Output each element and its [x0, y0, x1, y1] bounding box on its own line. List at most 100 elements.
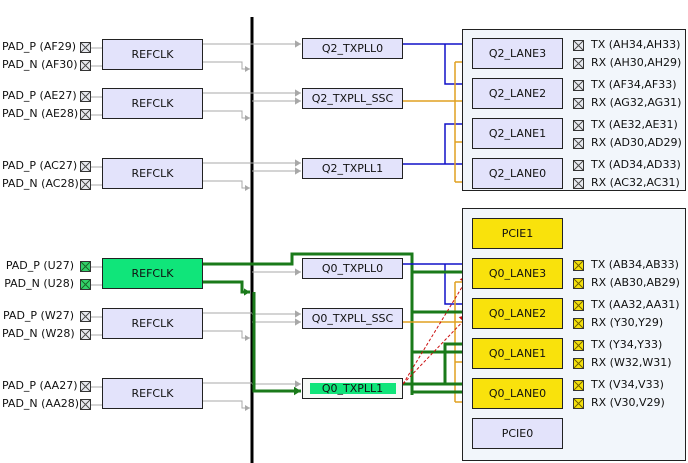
- pcie1-block[interactable]: PCIE1: [472, 218, 563, 249]
- arrow-head-icon: [295, 97, 301, 105]
- refclk-block-label: REFCLK: [131, 317, 174, 330]
- lane-block[interactable]: Q0_LANE3: [472, 258, 563, 289]
- q0-pll1-wire: [443, 342, 470, 384]
- lane-label: Q2_LANE2: [488, 87, 547, 100]
- lane-label: Q0_LANE3: [488, 267, 547, 280]
- rx-pad-icon[interactable]: [573, 398, 584, 409]
- tx-pad-icon[interactable]: [573, 120, 584, 131]
- arrow-head-icon: [294, 386, 301, 396]
- rx-pins-label: RX (W32,W31): [591, 356, 672, 369]
- arrow-head-icon: [295, 318, 301, 326]
- arrow-head-icon: [295, 89, 301, 97]
- refclk-n-label: PAD_N (AC28): [2, 177, 79, 190]
- txpll-block[interactable]: Q2_TXPLL0: [302, 38, 403, 59]
- refclk-block-label: REFCLK: [131, 167, 174, 180]
- lane-label: Q0_LANE2: [488, 307, 547, 320]
- tx-pins-label: TX (AE32,AE31): [591, 118, 678, 131]
- refclk-p-label: PAD_P (AE27): [2, 89, 77, 102]
- tx-pins-label: TX (Y34,Y33): [591, 338, 663, 351]
- tx-pad-icon[interactable]: [573, 80, 584, 91]
- refclk-n-pad-icon[interactable]: [80, 279, 91, 290]
- rx-pad-icon[interactable]: [573, 178, 584, 189]
- refclk-block-label: REFCLK: [131, 48, 174, 61]
- txpll-block[interactable]: Q2_TXPLL1: [302, 158, 403, 179]
- txpll-block[interactable]: Q2_TXPLL_SSC: [302, 88, 403, 109]
- arrow-head-icon: [245, 185, 250, 191]
- refclk-block[interactable]: REFCLK: [102, 39, 203, 70]
- refclk-p-label: PAD_P (AC27): [2, 159, 78, 172]
- rx-pad-icon[interactable]: [573, 318, 584, 329]
- refclk-n-wire: [203, 330, 250, 339]
- rx-pad-icon[interactable]: [573, 278, 584, 289]
- lane-block[interactable]: Q2_LANE3: [472, 38, 563, 69]
- refclk-n-wire: [203, 61, 250, 70]
- tx-pad-icon[interactable]: [573, 340, 584, 351]
- rx-pins-label: RX (AB30,AB29): [591, 276, 680, 289]
- rx-pad-icon[interactable]: [573, 98, 584, 109]
- rx-pad-icon[interactable]: [573, 138, 584, 149]
- refclk-block[interactable]: REFCLK: [102, 378, 203, 409]
- refclk-block[interactable]: REFCLK: [102, 308, 203, 339]
- q2-pll1-wire: [444, 123, 470, 164]
- refclk-p-pad-icon[interactable]: [80, 91, 91, 102]
- txpll-label: Q2_TXPLL1: [321, 162, 384, 175]
- pcie1-label: PCIE1: [501, 227, 534, 240]
- lane-label: Q0_LANE1: [488, 347, 547, 360]
- lane-label: Q0_LANE0: [488, 387, 547, 400]
- arrow-head-icon: [244, 288, 250, 296]
- txpll-block[interactable]: Q0_TXPLL_SSC: [302, 308, 403, 329]
- red-link-wire: [402, 313, 471, 385]
- refclk-p-pad-icon[interactable]: [80, 261, 91, 272]
- txpll-label: Q2_TXPLL0: [321, 42, 384, 55]
- refclk-p-pad-icon[interactable]: [80, 161, 91, 172]
- lane-block[interactable]: Q2_LANE2: [472, 78, 563, 109]
- refclk-block[interactable]: REFCLK: [102, 158, 203, 189]
- txpll-block[interactable]: Q0_TXPLL1: [302, 378, 403, 399]
- refclk-p-pad-icon[interactable]: [80, 42, 91, 53]
- refclk-block[interactable]: REFCLK: [102, 88, 203, 119]
- refclk-p-label: PAD_P (W27): [2, 309, 74, 322]
- arrow-head-icon: [245, 66, 250, 72]
- rx-pins-label: RX (Y30,Y29): [591, 316, 664, 329]
- tx-pins-label: TX (V34,V33): [591, 378, 664, 391]
- arrow-head-icon: [295, 167, 301, 175]
- lane-block[interactable]: Q2_LANE1: [472, 118, 563, 149]
- lane-block[interactable]: Q2_LANE0: [472, 158, 563, 189]
- tx-pad-icon[interactable]: [573, 40, 584, 51]
- rx-pad-icon[interactable]: [573, 358, 584, 369]
- arrow-head-icon: [245, 335, 250, 341]
- refclk-p-label: PAD_P (AA27): [2, 379, 78, 392]
- tx-pad-icon[interactable]: [573, 300, 584, 311]
- arrow-head-icon: [295, 268, 301, 276]
- tx-pad-icon[interactable]: [573, 380, 584, 391]
- refclk-n-pad-icon[interactable]: [80, 109, 91, 120]
- refclk-n-wire: [203, 180, 250, 189]
- refclk-n-pad-icon[interactable]: [80, 179, 91, 190]
- txpll-block[interactable]: Q0_TXPLL0: [302, 258, 403, 279]
- refclk-n-pad-icon[interactable]: [80, 60, 91, 71]
- tx-pad-icon[interactable]: [573, 260, 584, 271]
- arrow-head-icon: [245, 115, 250, 121]
- lane-block[interactable]: Q0_LANE1: [472, 338, 563, 369]
- refclk-n-wire: [203, 400, 250, 409]
- txpll-label: Q2_TXPLL_SSC: [311, 92, 394, 105]
- refclk-p-pad-icon[interactable]: [80, 311, 91, 322]
- refclk-p-pad-icon[interactable]: [80, 381, 91, 392]
- refclk-block[interactable]: REFCLK: [102, 258, 203, 289]
- arrow-head-icon: [295, 380, 301, 388]
- refclk-n-label: PAD_N (U28): [4, 277, 74, 290]
- txpll-label: Q0_TXPLL_SSC: [311, 312, 394, 325]
- refclk-p-label: PAD_P (AF29): [2, 40, 76, 53]
- tx-pins-label: TX (AH34,AH33): [591, 38, 681, 51]
- pcie0-block[interactable]: PCIE0: [472, 418, 563, 449]
- lane-block[interactable]: Q0_LANE2: [472, 298, 563, 329]
- lane-block[interactable]: Q0_LANE0: [472, 378, 563, 409]
- tx-pad-icon[interactable]: [573, 160, 584, 171]
- rx-pins-label: RX (AH30,AH29): [591, 56, 682, 69]
- rx-pad-icon[interactable]: [573, 58, 584, 69]
- refclk-n-pad-icon[interactable]: [80, 329, 91, 340]
- refclk-n-pad-icon[interactable]: [80, 399, 91, 410]
- rx-pins-label: RX (AD30,AD29): [591, 136, 682, 149]
- active-refclk-n-wire: [203, 280, 250, 294]
- lane-label: Q2_LANE3: [488, 47, 547, 60]
